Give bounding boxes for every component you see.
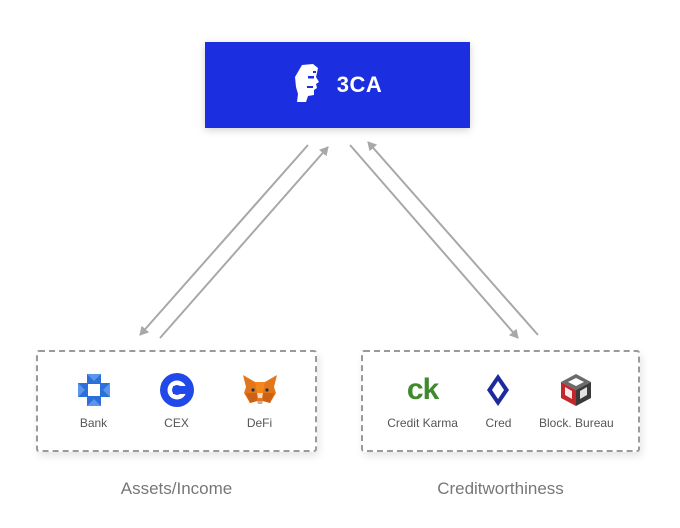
credit-karma-logo-text: ck [406,373,439,406]
provider-cex: CEX [157,372,197,430]
provider-block-bureau: Block. Bureau [539,372,614,430]
provider-defi: DeFi [240,372,280,430]
arrow-credit-to-3ca [367,141,539,336]
assets-income-caption: Assets/Income [120,479,233,498]
credit-karma-logo: ck [403,372,443,408]
metamask-fox-icon [240,372,280,408]
arrow-3ca-to-assets [139,144,309,336]
block-bureau-cube-icon [556,372,596,408]
chase-bank-icon [74,372,114,408]
face-logo-icon [293,63,323,108]
creditworthiness-caption: Creditworthiness [437,479,564,498]
creditworthiness-group: ck Credit Karma Cred Block. Bureau [361,350,640,452]
provider-label: Credit Karma [387,416,458,430]
assets-income-group: Bank CEX DeFi [36,350,317,452]
provider-label: DeFi [246,416,273,430]
provider-label: Bank [79,416,108,430]
3ca-box: 3CA [205,42,470,128]
provider-label: Block. Bureau [539,416,614,430]
coinbase-icon [157,372,197,408]
provider-label: Cred [485,416,512,430]
provider-label: CEX [164,416,189,430]
provider-bank: Bank [74,372,114,430]
arrow-assets-to-3ca [159,146,329,339]
cred-diamond-icon [478,372,518,408]
3ca-title: 3CA [336,72,383,97]
provider-cred: Cred [478,372,518,430]
arrow-3ca-to-credit [349,144,519,339]
provider-credit-karma: ck Credit Karma [387,372,458,431]
